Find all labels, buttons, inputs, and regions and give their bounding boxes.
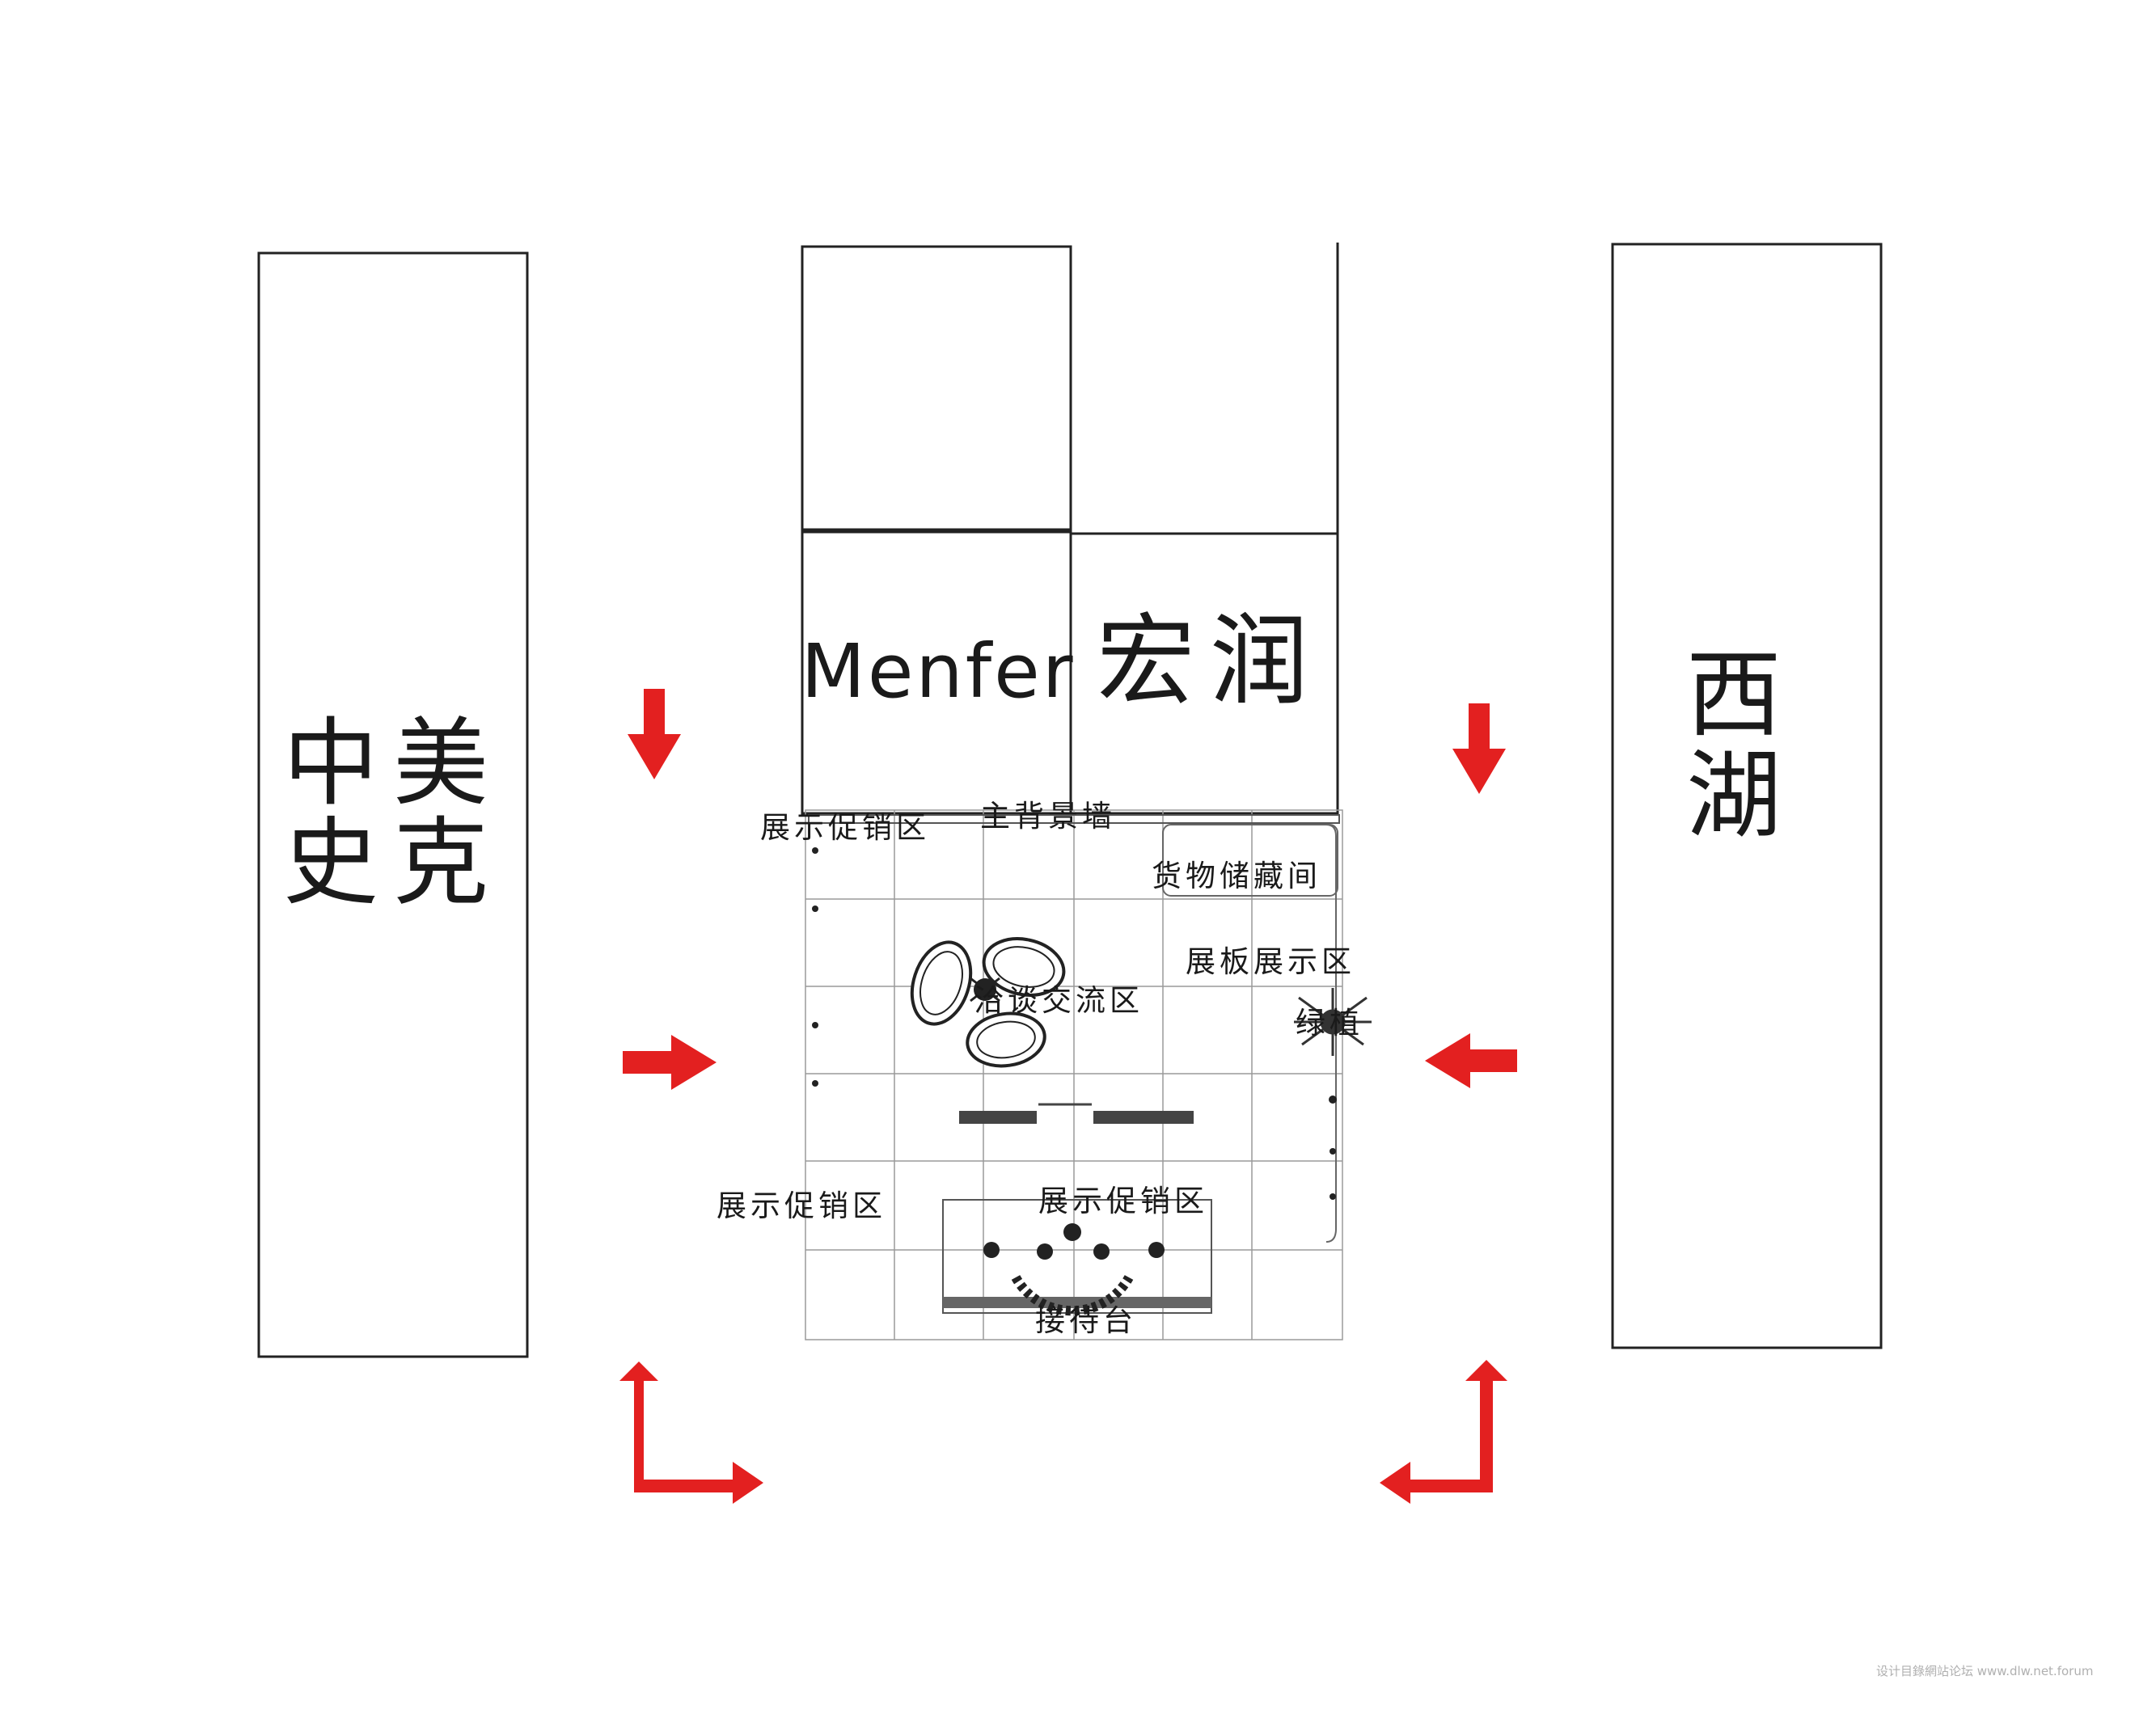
brand-hongrun: 宏润 (1097, 604, 1323, 719)
watermark: 设计目錄網站论坛 www.dlw.net.forum (1876, 1664, 2093, 1678)
neighbor-left-label-line2: 史克 (283, 807, 503, 918)
side-lights (812, 847, 1337, 1200)
negotiation-chairs (910, 937, 1066, 1068)
zone-label-promo-top: 展示促销区 (760, 810, 930, 845)
neighbor-right-label-line2: 湖 (1686, 740, 1782, 851)
neighbor-booth-left (257, 251, 529, 1358)
plant-decoration (1294, 988, 1372, 1056)
storage-room-outline (1162, 824, 1338, 897)
zone-label-plants: 绿植 (1296, 1006, 1363, 1041)
zone-label-reception: 接待台 (1035, 1303, 1137, 1338)
arrow-down-left-icon (628, 689, 681, 779)
flow-arrows (619, 689, 1517, 1504)
block-hongrun (1069, 532, 1339, 815)
neighbor-right-label-line1: 西 (1686, 639, 1782, 750)
display-counter (959, 1103, 1194, 1124)
block-top-right-outline (1071, 243, 1339, 535)
reception-desk (942, 1199, 1212, 1316)
booth-floor-grid (805, 809, 1343, 1340)
block-top-left (801, 245, 1072, 531)
arrow-left-right-icon (1425, 1033, 1517, 1088)
zone-label-storage: 货物储藏间 (1152, 859, 1321, 893)
main-background-wall (808, 814, 1340, 824)
zone-label-promo-left: 展示促销区 (717, 1188, 886, 1223)
arrow-corner-bottom-right-icon (1380, 1360, 1507, 1504)
arrow-down-right-icon (1452, 703, 1506, 794)
zone-label-main-wall: 主背景墙 (980, 799, 1116, 834)
neighbor-booth-right (1611, 243, 1883, 1349)
neighbor-left-label-line1: 中美 (283, 707, 503, 819)
zone-label-promo-center: 展示促销区 (1038, 1184, 1208, 1218)
arrow-corner-bottom-left-icon (619, 1361, 763, 1504)
brand-menfer: Menfer (801, 628, 1075, 715)
zone-label-board-display: 展板展示区 (1186, 944, 1355, 979)
arrow-right-left-icon (623, 1035, 717, 1090)
zone-label-negotiation: 洽谈交流区 (974, 983, 1144, 1018)
negotiation-table (970, 977, 1000, 1003)
